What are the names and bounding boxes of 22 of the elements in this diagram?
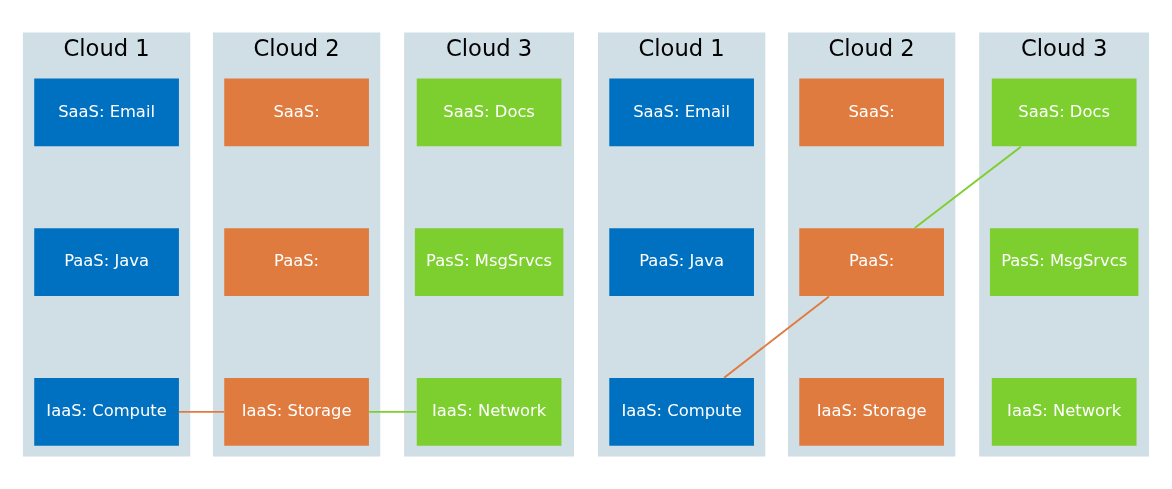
node-box: PasS: MsgSrvcs (414, 228, 564, 297)
node-box: PasS: MsgSrvcs (989, 228, 1139, 297)
node-box: IaaS: Compute (609, 377, 754, 446)
node-box: IaaS: Storage (224, 377, 369, 446)
node-box: PaaS: Java (34, 228, 179, 297)
node-box: SaaS: (224, 78, 369, 147)
node-box: SaaS: Docs (991, 78, 1137, 147)
node-box: SaaS: (799, 78, 944, 147)
node-box: IaaS: Network (416, 377, 562, 446)
node-box: PaaS: Java (609, 228, 754, 297)
node-box: IaaS: Storage (799, 377, 944, 446)
connector (913, 145, 1022, 229)
node-box: IaaS: Compute (34, 377, 179, 446)
connector (723, 295, 830, 379)
node-box: SaaS: Email (34, 78, 179, 147)
node-box: PaaS: (224, 228, 369, 297)
connector (368, 410, 418, 413)
node-box: SaaS: Docs (416, 78, 562, 147)
node-box: PaaS: (799, 228, 944, 297)
node-box: SaaS: Email (609, 78, 754, 147)
node-box: IaaS: Network (991, 377, 1137, 446)
connector (178, 410, 225, 413)
